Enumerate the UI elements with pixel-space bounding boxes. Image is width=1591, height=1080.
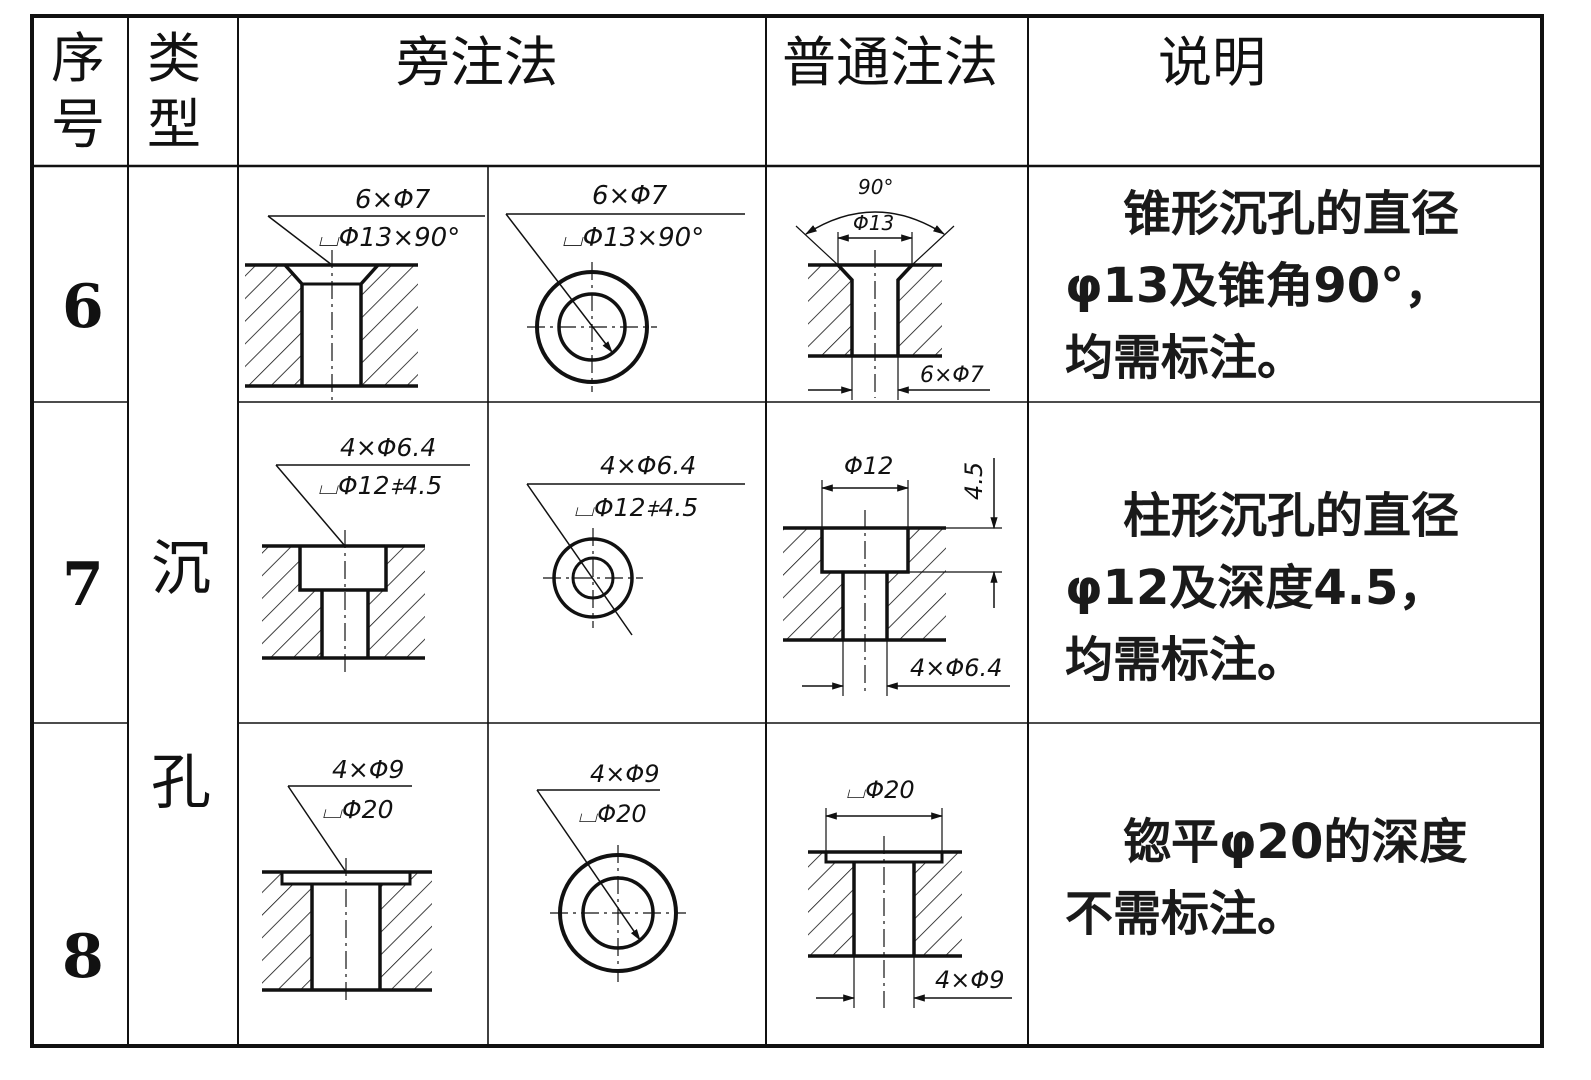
row7-note: 柱形沉孔的直径 φ12及深度4.5， 均需标注。 [1065,488,1460,688]
row7-normal-dia: Φ12 [844,452,893,480]
row8-side-a-top: 4×Φ9 [332,755,404,784]
row7-side-plan [526,483,745,636]
row8-side-section [262,785,432,1002]
row7-side-b-top: 4×Φ6.4 [600,451,696,480]
row7-side-b-bottom: ⌴Φ12⧧4.5 [574,493,698,522]
row6-side-a-top: 6×Φ7 [355,185,431,215]
row7-side-a-top: 4×Φ6.4 [340,433,436,462]
row6-side-section [245,215,485,400]
row8-side-b-top: 4×Φ9 [590,760,660,788]
row8-normal-drawing [808,808,1012,1008]
row6-note: 锥形沉孔的直径 φ13及锥角90°， 均需标注。 [1065,186,1460,386]
row-number-7: 7 [62,550,104,620]
row8-note: 锪平φ20的深度 不需标注。 [1065,814,1468,942]
header-normal-annotation: 普通注法 [782,31,998,94]
row7-normal-depth: 4.5 [960,462,988,500]
row6-normal-dia: Φ13 [853,211,894,235]
row6-normal-angle: 90° [858,175,893,199]
row6-side-b-top: 6×Φ7 [592,181,668,211]
row-number-8: 8 [62,922,104,992]
table-grid [30,14,1544,1048]
row7-normal-holes: 4×Φ6.4 [910,654,1002,682]
row8-side-plan [536,789,686,982]
row8-normal-dia: ⌴Φ20 [846,776,915,804]
header-side-annotation: 旁注法 [396,31,558,94]
header-note: 说明 [1158,31,1266,94]
row6-normal-holes: 6×Φ7 [920,363,984,388]
row7-side-section [262,464,470,672]
row6-side-plan [505,213,745,392]
row8-normal-holes: 4×Φ9 [935,966,1005,994]
row-number-6: 6 [62,272,104,342]
row6-side-a-bottom: ⌴Φ13×90° [318,223,460,253]
row8-side-a-bottom: ⌴Φ20 [322,795,394,824]
header-type: 类型 [147,27,201,156]
row7-normal-drawing [783,458,1010,696]
row7-side-a-bottom: ⌴Φ12⧧4.5 [318,471,442,500]
row6-side-b-bottom: ⌴Φ13×90° [562,223,704,253]
row6-normal-drawing [795,211,990,400]
type-label: 沉孔 [151,534,211,818]
row8-side-b-bottom: ⌴Φ20 [578,800,647,828]
header-seq: 序号 [51,27,105,156]
